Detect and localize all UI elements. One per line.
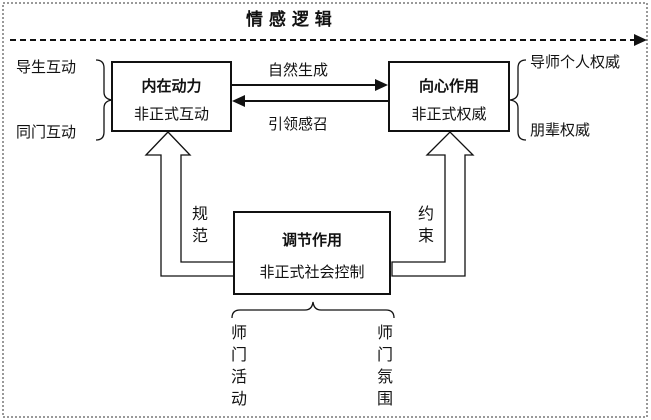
box-regulation-sub: 非正式社会控制 [259,263,365,281]
label-activities: 师门活动 [229,322,249,410]
label-atmosphere: 师门氛围 [375,322,395,410]
header-title: 情 感 逻 辑 [246,10,332,30]
arrow-left-head [232,95,245,107]
emotion-logic-arrow-head [634,34,647,46]
box-inner-motivation-sub: 非正式互动 [133,105,209,123]
left-brace [95,59,113,141]
box-centripetal: 向心作用 非正式权威 [388,61,510,132]
left-up-arrow [144,131,236,277]
label-norm: 规范 [190,203,210,247]
right-up-arrow [391,131,475,277]
right-brace [509,59,527,141]
label-activities-text: 师门活动 [230,323,247,408]
right-item-peer-authority: 朋辈权威 [530,121,591,139]
right-item-mentor-authority: 导师个人权威 [530,53,621,71]
box-centripetal-title: 向心作用 [418,77,479,95]
box-inner-motivation-title: 内在动力 [141,77,202,95]
label-constraint: 约束 [416,203,436,247]
label-constraint-text: 约束 [417,204,434,245]
arrow-label-natural: 自然生成 [268,61,329,79]
box-inner-motivation: 内在动力 非正式互动 [111,61,232,132]
label-norm-text: 规范 [191,204,208,245]
box-centripetal-sub: 非正式权威 [411,105,487,123]
left-item-mentor-student: 导生互动 [16,58,77,76]
box-regulation-title: 调节作用 [281,231,342,249]
bottom-brace [231,301,395,319]
left-item-peer: 同门互动 [16,123,77,141]
arrow-right-head [375,79,388,91]
arrow-label-lead: 引领感召 [268,115,329,133]
label-atmosphere-text: 师门氛围 [376,323,393,408]
box-regulation: 调节作用 非正式社会控制 [233,211,391,295]
